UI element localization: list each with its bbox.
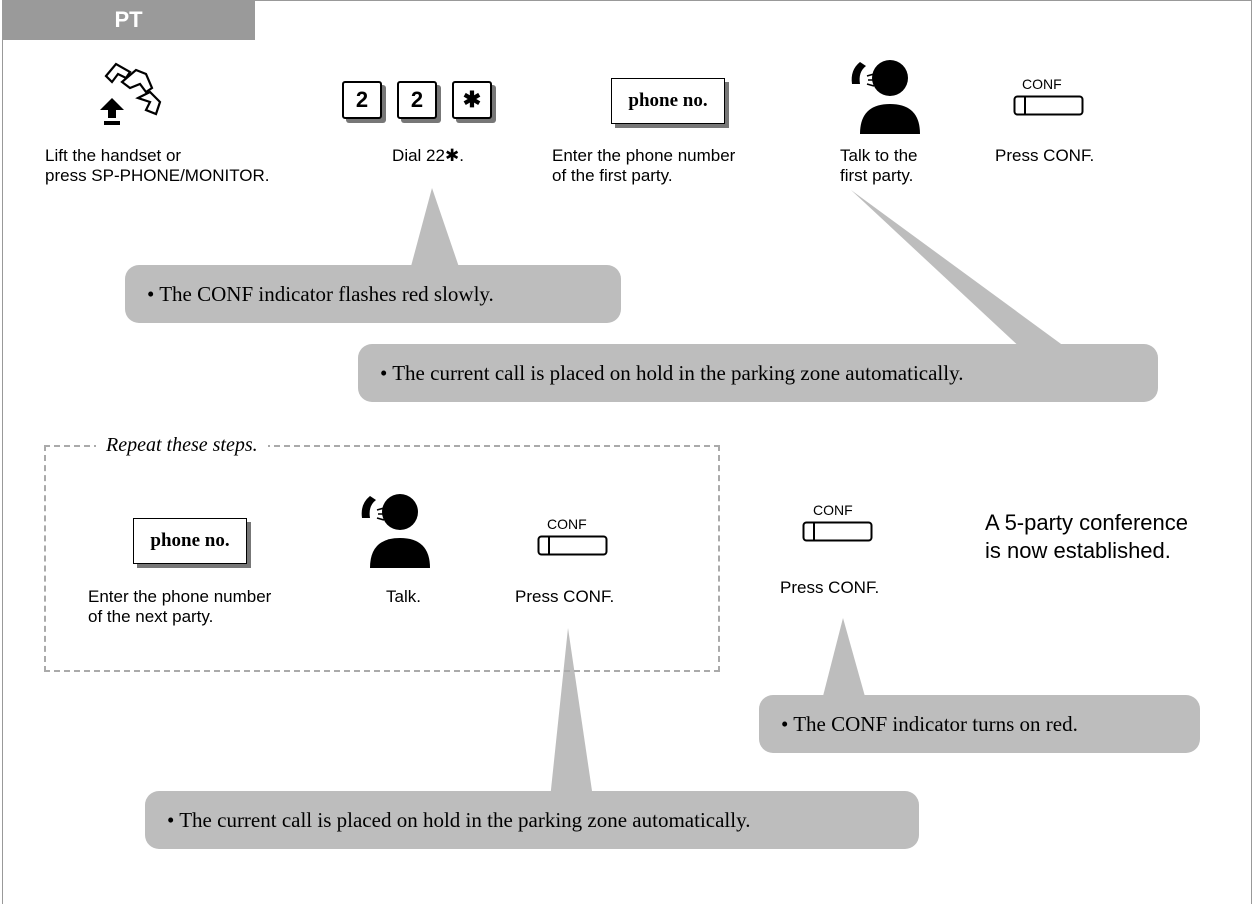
- repeat-steps-box: [44, 445, 720, 672]
- pointer-hold-bottom: [548, 628, 596, 818]
- step-press-conf-final-label: Press CONF.: [780, 578, 880, 597]
- conf-button-icon: [802, 521, 873, 542]
- step-press-conf-repeat-label: Press CONF.: [515, 587, 615, 606]
- result-text: A 5-party conference is now established.: [985, 510, 1189, 563]
- note-hold-bottom: • The current call is placed on hold in …: [145, 791, 919, 849]
- conf-caption-final: CONF: [813, 502, 853, 518]
- step-talk-label: Talk.: [386, 587, 421, 606]
- step-press-conf-top-label: Press CONF.: [995, 146, 1095, 165]
- conf-caption-repeat: CONF: [547, 516, 587, 532]
- note-conf-on: • The CONF indicator turns on red.: [759, 695, 1200, 753]
- phone-number-box-top: phone no.: [611, 78, 725, 124]
- pointer-conf-on: [822, 618, 866, 700]
- step-enter-next-label: Enter the phone number of the next party…: [88, 587, 272, 626]
- key-star: ✱: [452, 81, 492, 119]
- pointer-conf-flashes: [410, 188, 460, 270]
- conf-caption-top: CONF: [1022, 76, 1062, 92]
- pt-tab: PT: [2, 0, 255, 40]
- repeat-steps-caption: Repeat these steps.: [96, 434, 268, 457]
- phone-number-box-repeat: phone no.: [133, 518, 247, 564]
- note-hold-top: • The current call is placed on hold in …: [358, 344, 1158, 402]
- step-enter-first-label: Enter the phone number of the first part…: [552, 146, 736, 185]
- talking-person-icon: [851, 60, 920, 134]
- conf-button-icon: [537, 535, 608, 556]
- step-lift-label: Lift the handset or press SP-PHONE/MONIT…: [45, 146, 270, 185]
- step-dial-label: Dial 22✱.: [392, 146, 464, 165]
- step-talk-first-label: Talk to the first party.: [840, 146, 918, 185]
- key-2-second: 2: [397, 81, 437, 119]
- talking-person-icon: [361, 494, 430, 568]
- conf-button-icon: [1013, 95, 1084, 116]
- pointer-hold-top: [851, 190, 1072, 352]
- note-conf-flashes: • The CONF indicator flashes red slowly.: [125, 265, 621, 323]
- handset-lift-icon: [100, 62, 162, 125]
- key-2-first: 2: [342, 81, 382, 119]
